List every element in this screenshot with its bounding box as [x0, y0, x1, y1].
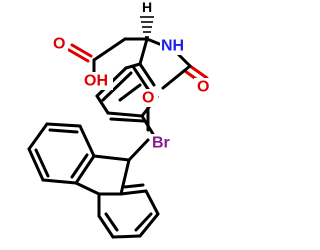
- bond-fl-r3b: [134, 212, 153, 232]
- bond-aryl-1: [124, 62, 142, 70]
- bond-aryl-3: [95, 94, 110, 115]
- bond-carbamate-c-o: [161, 64, 192, 90]
- bond-fl-l2b: [48, 128, 79, 134]
- bond-aryl-6: [138, 62, 156, 87]
- bond-aryl-2b: [101, 71, 133, 102]
- atom-oh-acid: OH: [84, 73, 108, 90]
- atom-nh: NH: [161, 38, 184, 55]
- bond-aryl-7: [118, 83, 142, 102]
- bond-fl-l5: [41, 178, 78, 185]
- bond-fl-l2: [45, 122, 82, 128]
- bond-fl-bridge-l: [74, 181, 101, 196]
- bond-alpha-nh: [145, 37, 164, 47]
- bond-fl-l4: [27, 147, 45, 182]
- bond-aryl-6b: [132, 66, 152, 94]
- bond-aryl-4: [106, 111, 144, 118]
- atom-o-carbamate-single: O: [142, 90, 154, 107]
- bond-fl-r4: [111, 234, 142, 239]
- bond-fl-l3: [27, 122, 49, 151]
- atom-br: Br: [152, 135, 170, 152]
- bond-acid-c-double-o-2: [67, 48, 90, 63]
- bond-fl-r1: [119, 189, 148, 196]
- bond-fl-l6: [74, 154, 96, 185]
- bond-fl-c9-r: [119, 158, 131, 196]
- atom-o-acid-carbonyl: O: [53, 36, 65, 53]
- bond-fl-r5: [97, 214, 115, 239]
- stereo-hash-bond: [140, 16, 154, 38]
- bond-fl-r1b: [123, 183, 145, 189]
- bond-aryl-4b: [109, 117, 145, 123]
- atom-label-layer: O OH H NH O O Br: [52, 0, 212, 152]
- bond-acid-c-double-o: [70, 43, 93, 58]
- bond-fl-r5b: [104, 212, 119, 232]
- atom-o-carbamate-double: O: [197, 79, 209, 96]
- bond-fl-l4b: [34, 148, 50, 178]
- bond-nh-carbamate-c: [176, 52, 192, 68]
- bond-alpha-aryl: [138, 37, 149, 66]
- bond-fl-l6b: [70, 153, 89, 179]
- chemical-structure: O OH H NH O O Br: [27, 0, 212, 239]
- bond-fl-c9-l: [92, 154, 131, 162]
- bond-fl-r3: [138, 212, 160, 238]
- bond-ch2-c9: [127, 138, 150, 162]
- bond-fl-r2: [144, 189, 160, 216]
- atom-h-stereo: H: [142, 0, 152, 15]
- bond-carbamate-c-double-o: [188, 64, 209, 80]
- bond-acid-c-ch2: [92, 37, 127, 62]
- bond-fl-l1: [78, 124, 96, 158]
